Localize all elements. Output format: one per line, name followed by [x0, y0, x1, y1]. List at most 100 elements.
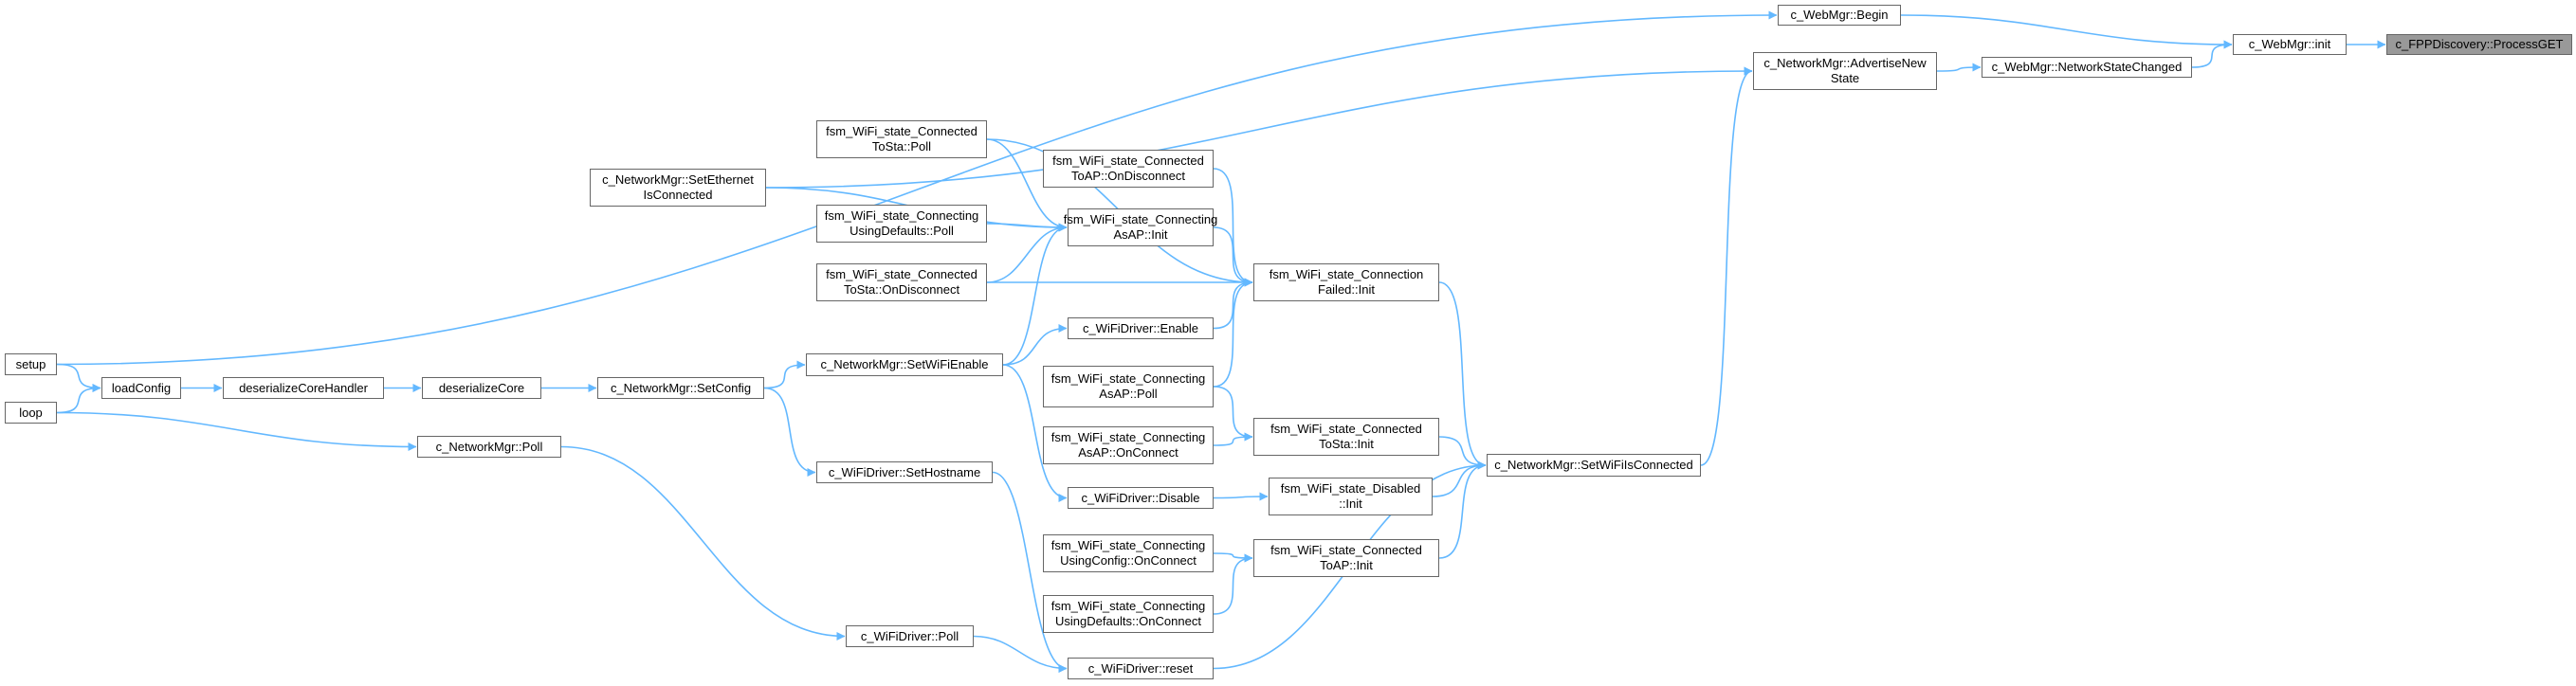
- node-label-line: fsm_WiFi_state_Connected: [826, 267, 977, 281]
- node-deserializecore[interactable]: deserializeCore: [422, 377, 541, 399]
- edge-setup-to-webmgr_begin: [56, 10, 1778, 366]
- node-label-line: c_WiFiDriver::SetHostname: [828, 464, 981, 479]
- edge-dis_init-to-nm_setwifi: [1432, 460, 1487, 497]
- edge-webmgr_nsc-to-webmgr_init: [2191, 40, 2233, 68]
- node-label-line: Failed::Init: [1318, 282, 1375, 297]
- node-label-line: deserializeCoreHandler: [239, 380, 368, 395]
- node-webmgr-networkstatechanged[interactable]: c_WebMgr::NetworkStateChanged: [1982, 57, 2192, 78]
- edge-cuc_onconn-to-cap_init: [1213, 552, 1253, 563]
- node-label-line: deserializeCore: [438, 380, 525, 395]
- node-fppdiscovery-processget[interactable]: c_FPPDiscovery::ProcessGET: [2386, 34, 2572, 55]
- node-networkmgr-poll[interactable]: c_NetworkMgr::Poll: [417, 436, 561, 458]
- node-label-line: fsm_WiFi_state_Connecting: [824, 208, 979, 223]
- edge-wd_enable-to-conn_failed: [1213, 278, 1253, 330]
- edge-nm_setwifienable-to-cap_asinit: [1002, 223, 1068, 366]
- node-label-line: setup: [15, 356, 46, 371]
- edge-cs_init-to-nm_setwifi: [1438, 436, 1487, 470]
- node-label-line: c_NetworkMgr::SetWiFiIsConnected: [1494, 458, 1693, 472]
- node-networkmgr-setwifiisconnected[interactable]: c_NetworkMgr::SetWiFiIsConnected: [1487, 454, 1701, 477]
- node-label-line: c_WiFiDriver::Enable: [1082, 320, 1199, 335]
- node-label-line: AsAP::OnConnect: [1078, 445, 1178, 460]
- edge-cud_onconn-to-cap_init: [1213, 553, 1253, 615]
- edge-cap_asinit-to-conn_failed: [1213, 226, 1253, 287]
- node-label-line: AsAP::Poll: [1099, 387, 1158, 401]
- edge-nm_advertise-to-webmgr_nsc: [1936, 63, 1982, 72]
- node-networkmgr-setconfig[interactable]: c_NetworkMgr::SetConfig: [597, 377, 764, 399]
- edge-conn_failed-to-nm_setwifi: [1438, 281, 1487, 470]
- node-label-line: ToSta::Poll: [871, 139, 932, 153]
- node-loop[interactable]: loop: [5, 402, 57, 424]
- node-label-line: fsm_WiFi_state_Connected: [1270, 422, 1422, 436]
- node-label-line: State: [1830, 71, 1860, 85]
- edge-nm_setwifienable-to-wd_enable: [1002, 324, 1068, 366]
- node-label-line: ToSta::Init: [1319, 437, 1374, 451]
- node-label-line: c_WebMgr::NetworkStateChanged: [1991, 60, 2183, 74]
- edge-wd_disable-to-dis_init: [1213, 492, 1269, 501]
- edge-cap_ondisc-to-conn_failed: [1213, 168, 1253, 287]
- node-deserializecorehandler[interactable]: deserializeCoreHandler: [223, 377, 384, 399]
- edge-nm_setwifienable-to-wd_disable: [1002, 364, 1068, 502]
- edge-cap_init-to-nm_setwifi: [1438, 460, 1487, 559]
- node-label-line: c_WebMgr::Begin: [1790, 8, 1889, 22]
- edge-nm_poll-to-wd_poll: [560, 445, 846, 641]
- node-label-line: c_FPPDiscovery::ProcessGET: [2395, 37, 2564, 51]
- node-label-line: c_WiFiDriver::Disable: [1081, 490, 1200, 505]
- node-label-line: fsm_WiFi_state_Connecting: [1050, 599, 1206, 613]
- edge-casap_onconn-to-cs_init: [1213, 432, 1253, 446]
- node-wifidriver-poll[interactable]: c_WiFiDriver::Poll: [846, 625, 974, 647]
- node-label-line: ::Init: [1339, 496, 1362, 511]
- node-wifidriver-sethostname[interactable]: c_WiFiDriver::SetHostname: [816, 461, 993, 483]
- node-label-line: c_NetworkMgr::SetConfig: [610, 380, 752, 395]
- node-label-line: ToAP::OnDisconnect: [1071, 169, 1185, 183]
- node-label-line: loop: [19, 405, 43, 420]
- edge-wd_poll-to-wd_reset: [973, 635, 1068, 673]
- node-wifidriver-disable[interactable]: c_WiFiDriver::Disable: [1068, 487, 1214, 509]
- node-label-line: fsm_WiFi_state_Connected: [1270, 543, 1422, 557]
- edge-loop-to-loadconfig: [56, 384, 101, 414]
- edge-casap_poll-to-cs_init: [1213, 386, 1253, 442]
- node-label-line: c_WebMgr::init: [2248, 37, 2331, 51]
- node-label-line: ToAP::Init: [1320, 558, 1373, 572]
- edge-wd_sethostname-to-wd_reset: [992, 471, 1068, 673]
- node-wifidriver-enable[interactable]: c_WiFiDriver::Enable: [1068, 317, 1214, 339]
- node-label-line: UsingConfig::OnConnect: [1060, 553, 1197, 568]
- edge-cs_ondisc-to-cap_asinit: [986, 223, 1068, 283]
- node-label-line: c_NetworkMgr::Poll: [435, 439, 543, 454]
- node-label-line: fsm_WiFi_state_Connecting: [1063, 212, 1218, 226]
- node-fsm-disabled-init[interactable]: fsm_WiFi_state_Disabled::Init: [1269, 478, 1433, 515]
- node-wifidriver-reset[interactable]: c_WiFiDriver::reset: [1068, 658, 1214, 679]
- node-webmgr-begin[interactable]: c_WebMgr::Begin: [1778, 5, 1901, 26]
- edge-nm_setconfig-to-nm_setwifienable: [763, 360, 806, 389]
- node-label-line: fsm_WiFi_state_Connecting: [1050, 371, 1206, 386]
- edge-setup-to-loadconfig: [56, 363, 101, 392]
- node-label-line: c_WiFiDriver::reset: [1087, 660, 1194, 676]
- node-setup[interactable]: setup: [5, 353, 57, 375]
- node-label-line: c_NetworkMgr::SetWiFiEnable: [820, 357, 989, 371]
- node-networkmgr-setwifienable[interactable]: c_NetworkMgr::SetWiFiEnable: [806, 353, 1003, 376]
- node-label-line: UsingDefaults::OnConnect: [1055, 614, 1201, 628]
- node-label-line: fsm_WiFi_state_Connection: [1269, 267, 1424, 281]
- edge-loop-to-nm_poll: [56, 411, 417, 451]
- node-label-line: fsm_WiFi_state_Disabled: [1280, 481, 1421, 496]
- node-webmgr-init[interactable]: c_WebMgr::init: [2233, 34, 2347, 55]
- edge-nm_setwifi-to-nm_advertise: [1700, 66, 1753, 466]
- node-label-line: loadConfig: [111, 380, 172, 395]
- node-loadconfig[interactable]: loadConfig: [101, 377, 181, 399]
- edge-nm_setconfig-to-wd_sethostname: [763, 387, 816, 477]
- node-label-line: fsm_WiFi_state_Connecting: [1050, 538, 1206, 552]
